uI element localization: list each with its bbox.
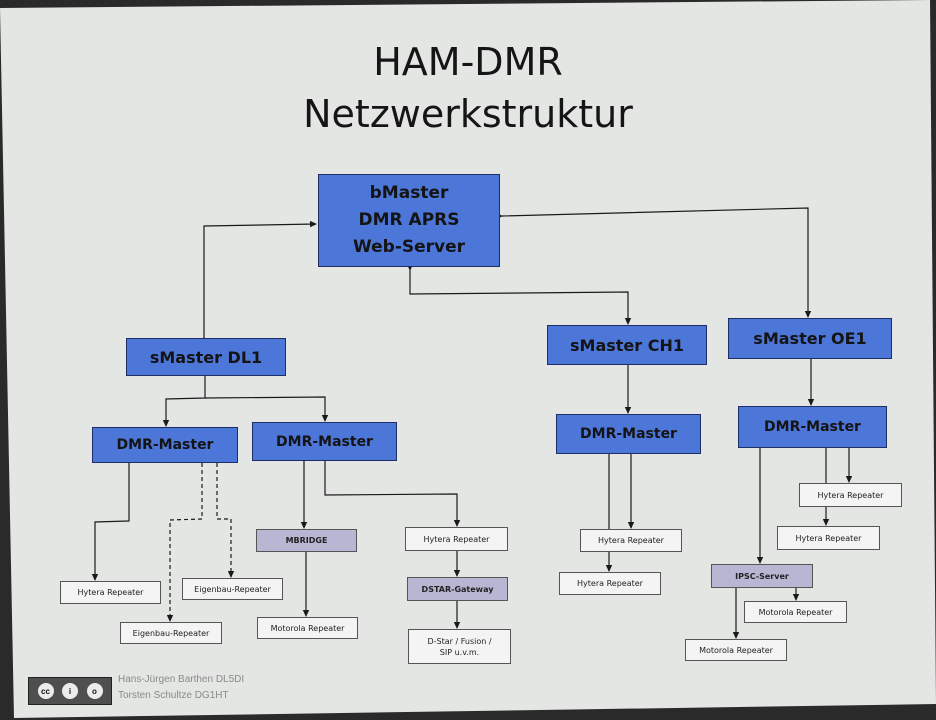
node-dmr-master-3: DMR-Master — [556, 414, 701, 454]
node-motorola-repeater-3: Motorola Repeater — [685, 639, 787, 661]
node-mbridge: MBRIDGE — [256, 529, 357, 552]
node-hytera-repeater-5: Hytera Repeater — [799, 483, 902, 507]
node-eigenbau-repeater-1: Eigenbau-Repeater — [182, 578, 283, 600]
node-hytera-repeater-2: Hytera Repeater — [405, 527, 508, 551]
node-hytera-repeater-3: Hytera Repeater — [580, 529, 682, 552]
node-eigenbau-repeater-2: Eigenbau-Repeater — [120, 622, 222, 644]
node-smaster-dl1: sMaster DL1 — [126, 338, 286, 376]
node-ipsc-server: IPSC-Server — [711, 564, 813, 588]
slide-title-line1: HAM-DMR — [373, 40, 563, 84]
sa-icon: o — [86, 683, 103, 699]
node-dmr-master-2: DMR-Master — [252, 422, 397, 461]
node-dmr-master-1: DMR-Master — [92, 427, 238, 463]
node-motorola-repeater-1: Motorola Repeater — [257, 617, 358, 639]
node-hytera-repeater-4: Hytera Repeater — [559, 572, 661, 595]
node-hytera-repeater-6: Hytera Repeater — [777, 526, 880, 550]
node-motorola-repeater-2: Motorola Repeater — [744, 601, 847, 623]
connector-lines — [91, 207, 853, 639]
by-icon: i — [62, 683, 78, 699]
cc-icon: cc — [37, 683, 54, 699]
footer-author-1: Hans-Jürgen Barthen DL5DI — [118, 674, 245, 685]
node-dstar-gateway: DSTAR-Gateway — [407, 577, 508, 601]
node-smaster-oe1: sMaster OE1 — [728, 318, 892, 359]
node-dmr-master-4: DMR-Master — [738, 406, 887, 448]
node-smaster-ch1: sMaster CH1 — [547, 325, 707, 365]
node-bmaster: bMaster DMR APRS Web-Server — [318, 174, 500, 267]
slide-title-line2: Netzwerkstruktur — [303, 92, 633, 136]
footer-author-2: Torsten Schultze DG1HT — [118, 690, 229, 701]
node-hytera-repeater-1: Hytera Repeater — [60, 581, 161, 604]
cc-by-sa-icon: cc i o — [28, 677, 112, 705]
node-dstar-fusion-sip: D-Star / Fusion / SIP u.v.m. — [408, 629, 511, 664]
